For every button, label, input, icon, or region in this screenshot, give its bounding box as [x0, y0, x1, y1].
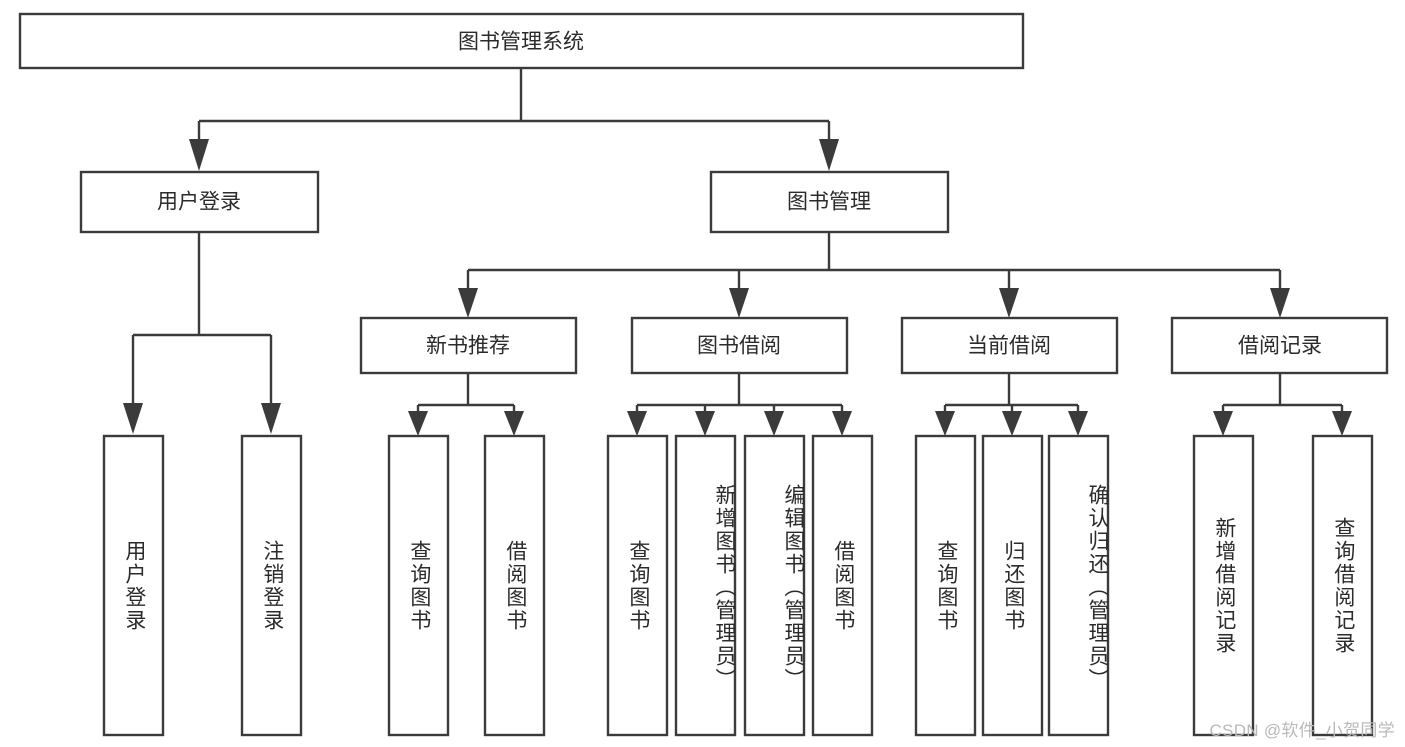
leaf-box-user-login[interactable] — [102, 434, 165, 737]
arrow-head-leaf-user-login — [123, 403, 143, 434]
leaf-node-confirm-return-admin[interactable] — [1047, 434, 1110, 737]
node-label-borrowing-record: 借阅记录 — [1238, 335, 1322, 358]
leaf-label-wrap-user-login: 用户登录 — [122, 539, 146, 632]
leaf-node-query-book-newrec[interactable] — [387, 434, 450, 737]
leaf-node-borrow-book-newrec[interactable] — [483, 434, 546, 737]
node-new-book-recommendation[interactable]: 新书推荐 — [359, 316, 578, 375]
leaf-label-add-borrow-record: 新增借阅记录 — [1212, 516, 1236, 655]
leaf-box-add-book-admin[interactable] — [674, 434, 737, 737]
node-box-current-borrowing[interactable] — [900, 316, 1119, 375]
leaf-label-wrap-edit-book-admin: 编辑图书（管理员） — [782, 484, 804, 691]
leaf-label-wrap-logout: 注销登录 — [260, 539, 284, 632]
connector-layer — [123, 68, 1352, 436]
arrow-head-book-borrow — [729, 288, 749, 318]
arrow-head-book-manage — [819, 139, 839, 171]
arrow-head-newbook-leaf-2 — [504, 411, 524, 436]
leaf-label-user-login: 用户登录 — [122, 539, 146, 632]
leaf-label-wrap-query-book-newrec: 查询图书 — [407, 539, 431, 632]
arrow-head-user-login — [189, 139, 209, 171]
leaf-node-logout[interactable] — [240, 434, 303, 737]
node-box-root[interactable] — [18, 12, 1025, 70]
arrow-head-currentborrow-leaf-1 — [935, 411, 955, 436]
node-label-book-management: 图书管理 — [787, 191, 871, 214]
arrow-head-newbook-leaf-1 — [408, 411, 428, 436]
leaf-box-borrow-book-borrow[interactable] — [811, 434, 874, 737]
arrow-head-bookborrow-leaf-3 — [764, 411, 784, 436]
node-label-user-login: 用户登录 — [157, 191, 241, 214]
leaf-node-edit-book-admin[interactable] — [743, 434, 806, 737]
leaf-node-return-book[interactable] — [981, 434, 1044, 737]
node-book-borrowing[interactable]: 图书借阅 — [630, 316, 849, 375]
arrow-head-leaf-logout — [261, 403, 281, 434]
leaf-label-return-book: 归还图书 — [1001, 539, 1025, 632]
leaf-label-query-borrow-record: 查询借阅记录 — [1331, 516, 1355, 655]
arrow-head-currentborrow-leaf-2 — [1002, 411, 1022, 436]
node-label-current-borrowing: 当前借阅 — [967, 335, 1051, 358]
arrow-head-currentborrow-leaf-3 — [1068, 411, 1088, 436]
leaf-label-query-book-newrec: 查询图书 — [407, 539, 431, 632]
node-box-book-management[interactable] — [709, 170, 950, 234]
leaf-label-confirm-return-admin: 确认归还（管理员） — [1086, 484, 1108, 691]
arrow-head-borrowrecord-leaf-2 — [1332, 411, 1352, 436]
leaf-box-add-borrow-record[interactable] — [1192, 434, 1255, 737]
node-root-book-management-system[interactable]: 图书管理系统 — [18, 12, 1025, 70]
leaf-box-query-borrow-record[interactable] — [1311, 434, 1374, 737]
arrow-head-new-book-rec — [458, 288, 478, 318]
node-box-user-login[interactable] — [79, 170, 320, 234]
leaf-node-user-login[interactable] — [102, 434, 165, 737]
arrow-head-current-borrow — [999, 288, 1019, 318]
arrow-head-bookborrow-leaf-2 — [695, 411, 715, 436]
leaf-node-add-book-admin[interactable] — [674, 434, 737, 737]
leaf-node-borrow-book-borrow[interactable] — [811, 434, 874, 737]
leaf-label-borrow-book-newrec: 借阅图书 — [503, 539, 527, 632]
leaf-box-query-book-borrow[interactable] — [606, 434, 669, 737]
leaf-label-wrap-query-book-current: 查询图书 — [934, 539, 958, 632]
leaf-box-return-book[interactable] — [981, 434, 1044, 737]
arrow-head-borrowrecord-leaf-1 — [1213, 411, 1233, 436]
arrow-head-borrow-record — [1270, 288, 1290, 318]
leaf-node-query-borrow-record[interactable] — [1311, 434, 1374, 737]
leaf-label-wrap-query-book-borrow: 查询图书 — [626, 539, 650, 632]
leaf-box-query-book-current[interactable] — [914, 434, 977, 737]
node-book-management[interactable]: 图书管理 — [709, 170, 950, 234]
leaf-label-logout: 注销登录 — [260, 539, 284, 632]
node-user-login[interactable]: 用户登录 — [79, 170, 320, 234]
node-current-borrowing[interactable]: 当前借阅 — [900, 316, 1119, 375]
node-box-book-borrowing[interactable] — [630, 316, 849, 375]
node-label-book-borrowing: 图书借阅 — [697, 335, 781, 358]
leaf-box-edit-book-admin[interactable] — [743, 434, 806, 737]
leaf-label-wrap-borrow-book-newrec: 借阅图书 — [503, 539, 527, 632]
leaf-node-query-book-current[interactable] — [914, 434, 977, 737]
leaf-box-logout[interactable] — [240, 434, 303, 737]
leaf-label-wrap-borrow-book-borrow: 借阅图书 — [831, 539, 855, 632]
leaf-label-query-book-borrow: 查询图书 — [626, 539, 650, 632]
leaf-node-add-borrow-record[interactable] — [1192, 434, 1255, 737]
leaf-label-wrap-return-book: 归还图书 — [1001, 539, 1025, 632]
arrow-head-bookborrow-leaf-4 — [832, 411, 852, 436]
leaf-box-confirm-return-admin[interactable] — [1047, 434, 1110, 737]
arrow-head-bookborrow-leaf-1 — [627, 411, 647, 436]
leaf-label-borrow-book-borrow: 借阅图书 — [831, 539, 855, 632]
leaf-node-query-book-borrow[interactable] — [606, 434, 669, 737]
node-label-new-book-recommendation: 新书推荐 — [426, 335, 510, 358]
leaf-label-wrap-query-borrow-record: 查询借阅记录 — [1331, 516, 1355, 655]
node-borrowing-record[interactable]: 借阅记录 — [1170, 316, 1389, 375]
node-box-new-book-recommendation[interactable] — [359, 316, 578, 375]
node-label-root: 图书管理系统 — [458, 31, 584, 54]
leaf-label-wrap-add-book-admin: 新增图书（管理员） — [713, 484, 735, 691]
leaf-label-query-book-current: 查询图书 — [934, 539, 958, 632]
node-box-borrowing-record[interactable] — [1170, 316, 1389, 375]
leaf-label-wrap-confirm-return-admin: 确认归还（管理员） — [1086, 484, 1108, 691]
leaf-label-add-book-admin: 新增图书（管理员） — [713, 484, 735, 691]
leaf-label-edit-book-admin: 编辑图书（管理员） — [782, 484, 804, 691]
leaf-box-query-book-newrec[interactable] — [387, 434, 450, 737]
leaf-box-borrow-book-newrec[interactable] — [483, 434, 546, 737]
leaf-label-wrap-add-borrow-record: 新增借阅记录 — [1212, 516, 1236, 655]
